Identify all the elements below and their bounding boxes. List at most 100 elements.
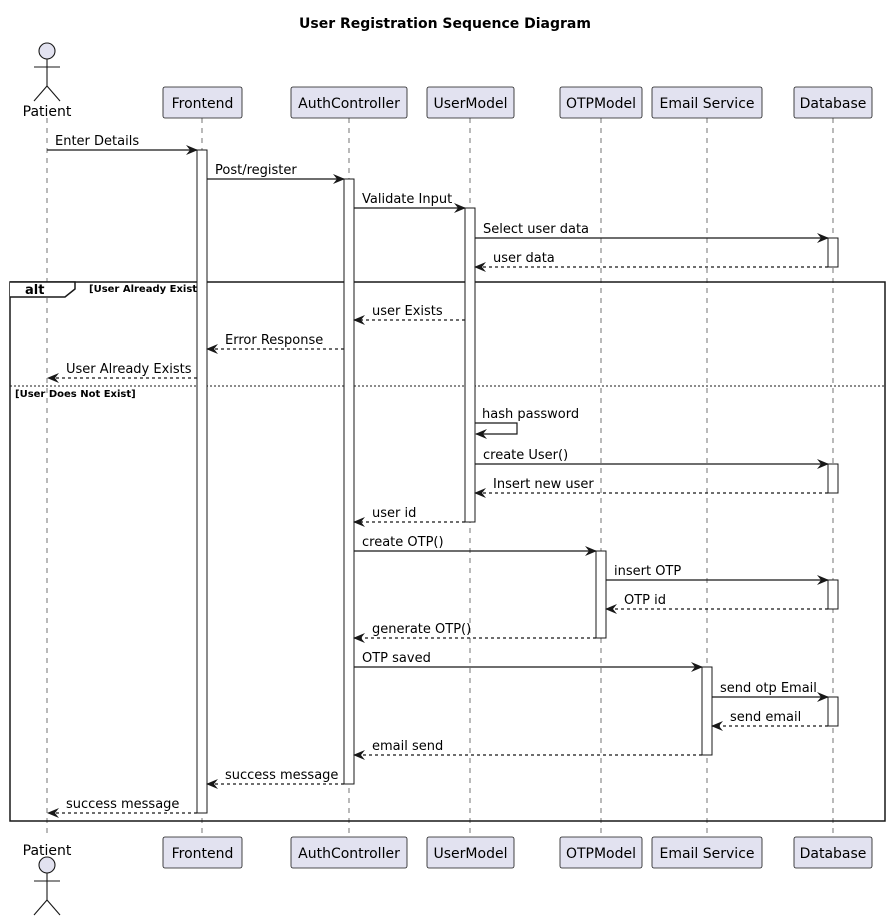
message-label: generate OTP() [372,622,471,637]
alt-guard-exists: [User Already Exists] [89,284,208,295]
message-17: OTP saved [354,651,703,672]
message-label: user id [372,506,416,521]
message-15: OTP id [605,593,828,614]
message-label: Insert new user [493,477,594,492]
participant-box [426,86,515,119]
participant-db-top: Database [793,86,873,119]
participant-otp-top: OTPModel [559,86,643,119]
participant-label: AuthController [298,96,400,112]
participant-otp-bottom: OTPModel [559,836,643,869]
participant-auth-bottom: AuthController [290,836,408,869]
activation-frontend [196,149,208,814]
actor-figure-part [38,856,56,874]
participant-label: Database [800,96,867,112]
participant-label: Frontend [172,96,234,112]
activation-bars [196,149,839,814]
message-18: send otp Email [712,681,829,702]
actor-figure-part [46,899,61,916]
message-label: success message [225,768,338,783]
message-21: success message [206,768,344,789]
message-arrow [475,422,518,439]
activation-db [827,579,839,610]
participant-email-bottom: Email Service [651,836,763,869]
actor-figure-part [38,42,56,60]
message-label: send otp Email [720,681,817,696]
participants: PatientPatientFrontendFrontendAuthContro… [23,42,873,916]
activation-email [701,666,713,756]
actor-patient-top: Patient [23,42,72,120]
message-label: email send [372,739,443,754]
message-label: hash password [482,407,579,422]
message-label: User Already Exists [66,362,192,377]
message-9: hash password [475,407,579,439]
participant-label: Email Service [659,846,754,862]
actor-figure-part [46,85,61,102]
participant-box [426,836,515,869]
actor-figure-part [33,85,48,102]
message-3: Validate Input [354,192,466,213]
participant-frontend-bottom: Frontend [162,836,243,869]
participant-box [651,86,763,119]
participant-label: AuthController [298,846,400,862]
lifelines [46,118,834,837]
activation-db [827,696,839,727]
alt-keyword: alt [25,283,44,298]
actor-stick-figure [33,856,61,916]
activation-db [827,237,839,268]
participant-box [290,86,408,119]
message-label: create OTP() [362,535,444,550]
participant-user-top: UserModel [426,86,515,119]
participant-user-bottom: UserModel [426,836,515,869]
message-10: create User() [475,448,829,469]
message-5: user data [474,251,828,272]
participant-label: OTPModel [566,96,636,112]
message-20: email send [353,739,702,760]
participant-box [559,86,643,119]
message-label: OTP id [624,593,666,608]
message-label: user data [493,251,555,266]
activation-auth [343,178,355,785]
participant-label: Email Service [659,96,754,112]
message-label: Validate Input [362,192,452,207]
message-13: create OTP() [354,535,597,556]
participant-box [559,836,643,869]
message-label: Error Response [225,333,323,348]
message-22: success message [47,797,197,818]
actor-patient-bottom: Patient [23,843,72,916]
actor-figure-part [33,899,48,916]
message-6: user Exists [353,304,465,325]
participant-db-bottom: Database [793,836,873,869]
message-label: insert OTP [614,564,681,579]
participant-email-top: Email Service [651,86,763,119]
participant-label: Frontend [172,846,234,862]
participant-label: Database [800,846,867,862]
alt-fragment-tab [10,281,76,298]
activation-user [464,207,476,523]
message-16: generate OTP() [353,622,596,643]
message-8: User Already Exists [47,362,197,383]
participant-box [793,86,873,119]
message-label: OTP saved [362,651,431,666]
message-label: success message [66,797,179,812]
message-label: Select user data [483,222,589,237]
message-label: create User() [483,448,568,463]
participant-box [793,836,873,869]
participant-label: OTPModel [566,846,636,862]
message-label: user Exists [372,304,443,319]
message-4: Select user data [475,222,829,243]
message-19: send email [711,710,828,731]
participant-label: UserModel [434,846,508,862]
alt-fragment-frame [9,281,886,822]
participant-box [162,836,243,869]
activation-db [827,463,839,494]
message-1: Enter Details [47,134,198,155]
message-label: Enter Details [55,134,139,149]
message-14: insert OTP [606,564,829,585]
participant-auth-top: AuthController [290,86,408,119]
message-11: Insert new user [474,477,828,498]
message-label: send email [730,710,801,725]
participant-label: UserModel [434,96,508,112]
alt-fragment: alt[User Already Exists][User Does Not E… [9,281,886,822]
